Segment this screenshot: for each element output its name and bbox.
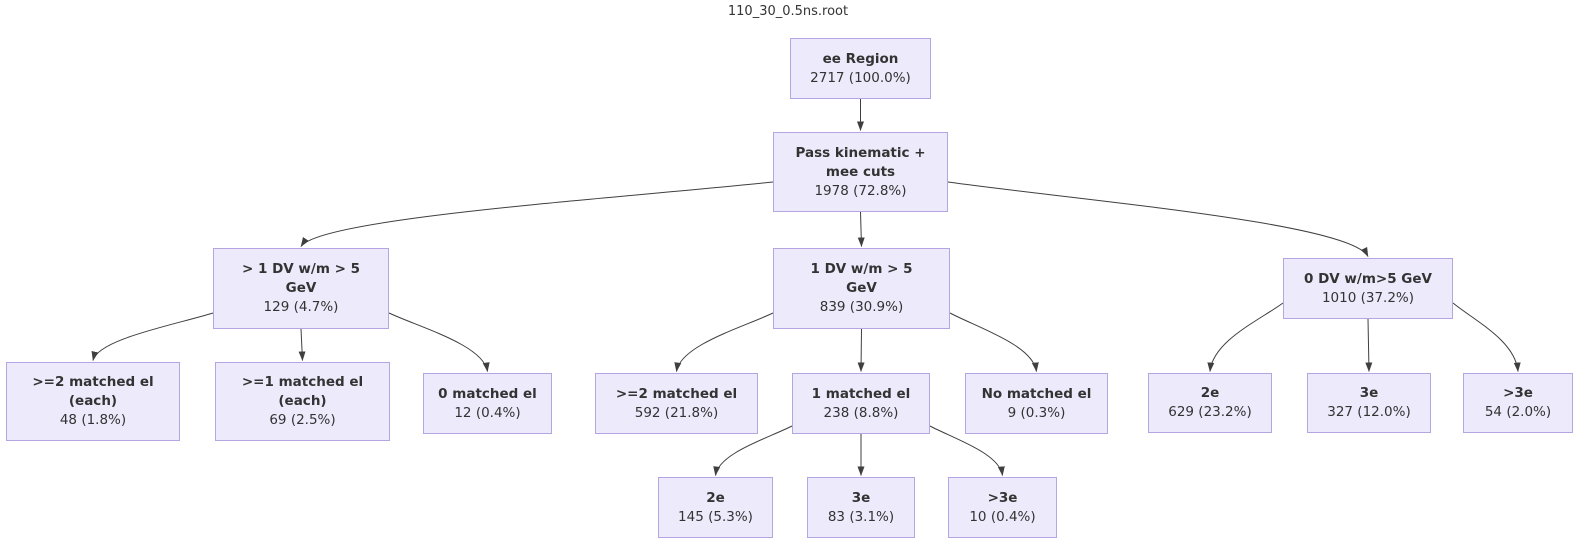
- node-value: 12 (0.4%): [454, 404, 521, 421]
- node-label: ee Region: [822, 50, 899, 67]
- node-ge2-matched: >=2 matched el 592 (21.8%): [595, 373, 758, 434]
- node-value: 54 (2.0%): [1484, 404, 1552, 420]
- edge-one_dv-to-ge2_matched: [674, 312, 774, 372]
- node-1m-2e: 2e 145 (5.3%): [658, 477, 773, 538]
- node-value: 48 (1.8%): [59, 412, 127, 428]
- node-value: 1978 (72.8%): [814, 182, 907, 199]
- node-label: >=2 matched el (each): [32, 374, 154, 409]
- edge-pass_kinematic-to-gt1_dv: [300, 181, 774, 247]
- node-value: 129 (4.7%): [263, 299, 339, 315]
- node-label: 3e: [851, 489, 871, 506]
- edge-one_matched-to-m1_gt3e: [929, 425, 1005, 476]
- node-1m-gt3e: >3e 10 (0.4%): [948, 477, 1057, 538]
- node-value: 839 (30.9%): [819, 299, 904, 315]
- edge-gt1_dv-to-ge2_matched_each: [91, 312, 214, 361]
- edge-gt1_dv-to-zero_matched: [388, 312, 490, 372]
- node-value: 83 (3.1%): [827, 508, 895, 525]
- edge-one_dv-to-no_matched: [949, 312, 1039, 372]
- node-label: No matched el: [981, 385, 1092, 402]
- node-ge1-matched-each: >=1 matched el (each) 69 (2.5%): [215, 362, 390, 441]
- edge-one_matched-to-m1_2e: [713, 425, 793, 476]
- node-1-matched: 1 matched el 238 (8.8%): [792, 373, 930, 434]
- node-value: 327 (12.0%): [1327, 404, 1411, 420]
- edge-zero_dv-to-dv0_2e: [1207, 302, 1284, 372]
- node-label: >3e: [1503, 385, 1533, 401]
- node-value: 238 (8.8%): [823, 404, 899, 421]
- node-label: Pass kinematic + mee cuts: [795, 144, 926, 180]
- node-0dv-3e: 3e 327 (12.0%): [1307, 373, 1431, 433]
- node-pass-kinematic: Pass kinematic + mee cuts 1978 (72.8%): [773, 132, 948, 212]
- node-label: >=1 matched el (each): [241, 374, 364, 409]
- node-value: 9 (0.3%): [1007, 404, 1066, 421]
- edge-gt1_dv-to-ge1_matched_each: [298, 328, 306, 361]
- node-no-matched: No matched el 9 (0.3%): [965, 373, 1108, 434]
- node-label: 1 matched el: [811, 385, 911, 402]
- node-label: >3e: [987, 489, 1018, 506]
- edge-pass_kinematic-to-one_dv: [857, 211, 865, 247]
- edge-one_dv-to-one_matched: [857, 328, 865, 372]
- node-value: 2717 (100.0%): [810, 69, 911, 86]
- node-0dv-2e: 2e 629 (23.2%): [1148, 373, 1272, 433]
- node-value: 145 (5.3%): [678, 508, 753, 525]
- node-label: 2e: [1200, 385, 1220, 401]
- node-label: 0 DV w/m>5 GeV: [1303, 270, 1432, 287]
- node-label: 2e: [706, 489, 725, 506]
- node-value: 10 (0.4%): [969, 508, 1036, 525]
- node-ge2-matched-each: >=2 matched el (each) 48 (1.8%): [6, 362, 180, 441]
- graph-title: 110_30_0.5ns.root: [727, 4, 849, 19]
- node-0-dv: 0 DV w/m>5 GeV 1010 (37.2%): [1283, 258, 1453, 319]
- node-0-matched: 0 matched el 12 (0.4%): [423, 373, 552, 434]
- node-ee-region: ee Region 2717 (100.0%): [790, 38, 931, 99]
- node-value: 629 (23.2%): [1168, 404, 1252, 420]
- edge-pass_kinematic-to-zero_dv: [947, 181, 1369, 257]
- node-value: 592 (21.8%): [634, 404, 719, 421]
- edge-zero_dv-to-dv0_3e: [1365, 318, 1373, 372]
- node-0dv-gt3e: >3e 54 (2.0%): [1463, 373, 1573, 433]
- node-gt1-dv: > 1 DV w/m > 5 GeV 129 (4.7%): [213, 248, 389, 329]
- node-label: 0 matched el: [438, 385, 537, 402]
- node-label: 3e: [1359, 385, 1379, 401]
- node-label: 1 DV w/m > 5 GeV: [810, 261, 913, 296]
- node-label: > 1 DV w/m > 5 GeV: [241, 261, 361, 296]
- node-1m-3e: 3e 83 (3.1%): [807, 477, 915, 538]
- node-label: >=2 matched el: [615, 385, 738, 402]
- node-value: 1010 (37.2%): [1321, 289, 1415, 306]
- node-value: 69 (2.5%): [269, 412, 336, 428]
- node-1-dv: 1 DV w/m > 5 GeV 839 (30.9%): [773, 248, 950, 329]
- edge-zero_dv-to-dv0_gt3e: [1452, 302, 1521, 372]
